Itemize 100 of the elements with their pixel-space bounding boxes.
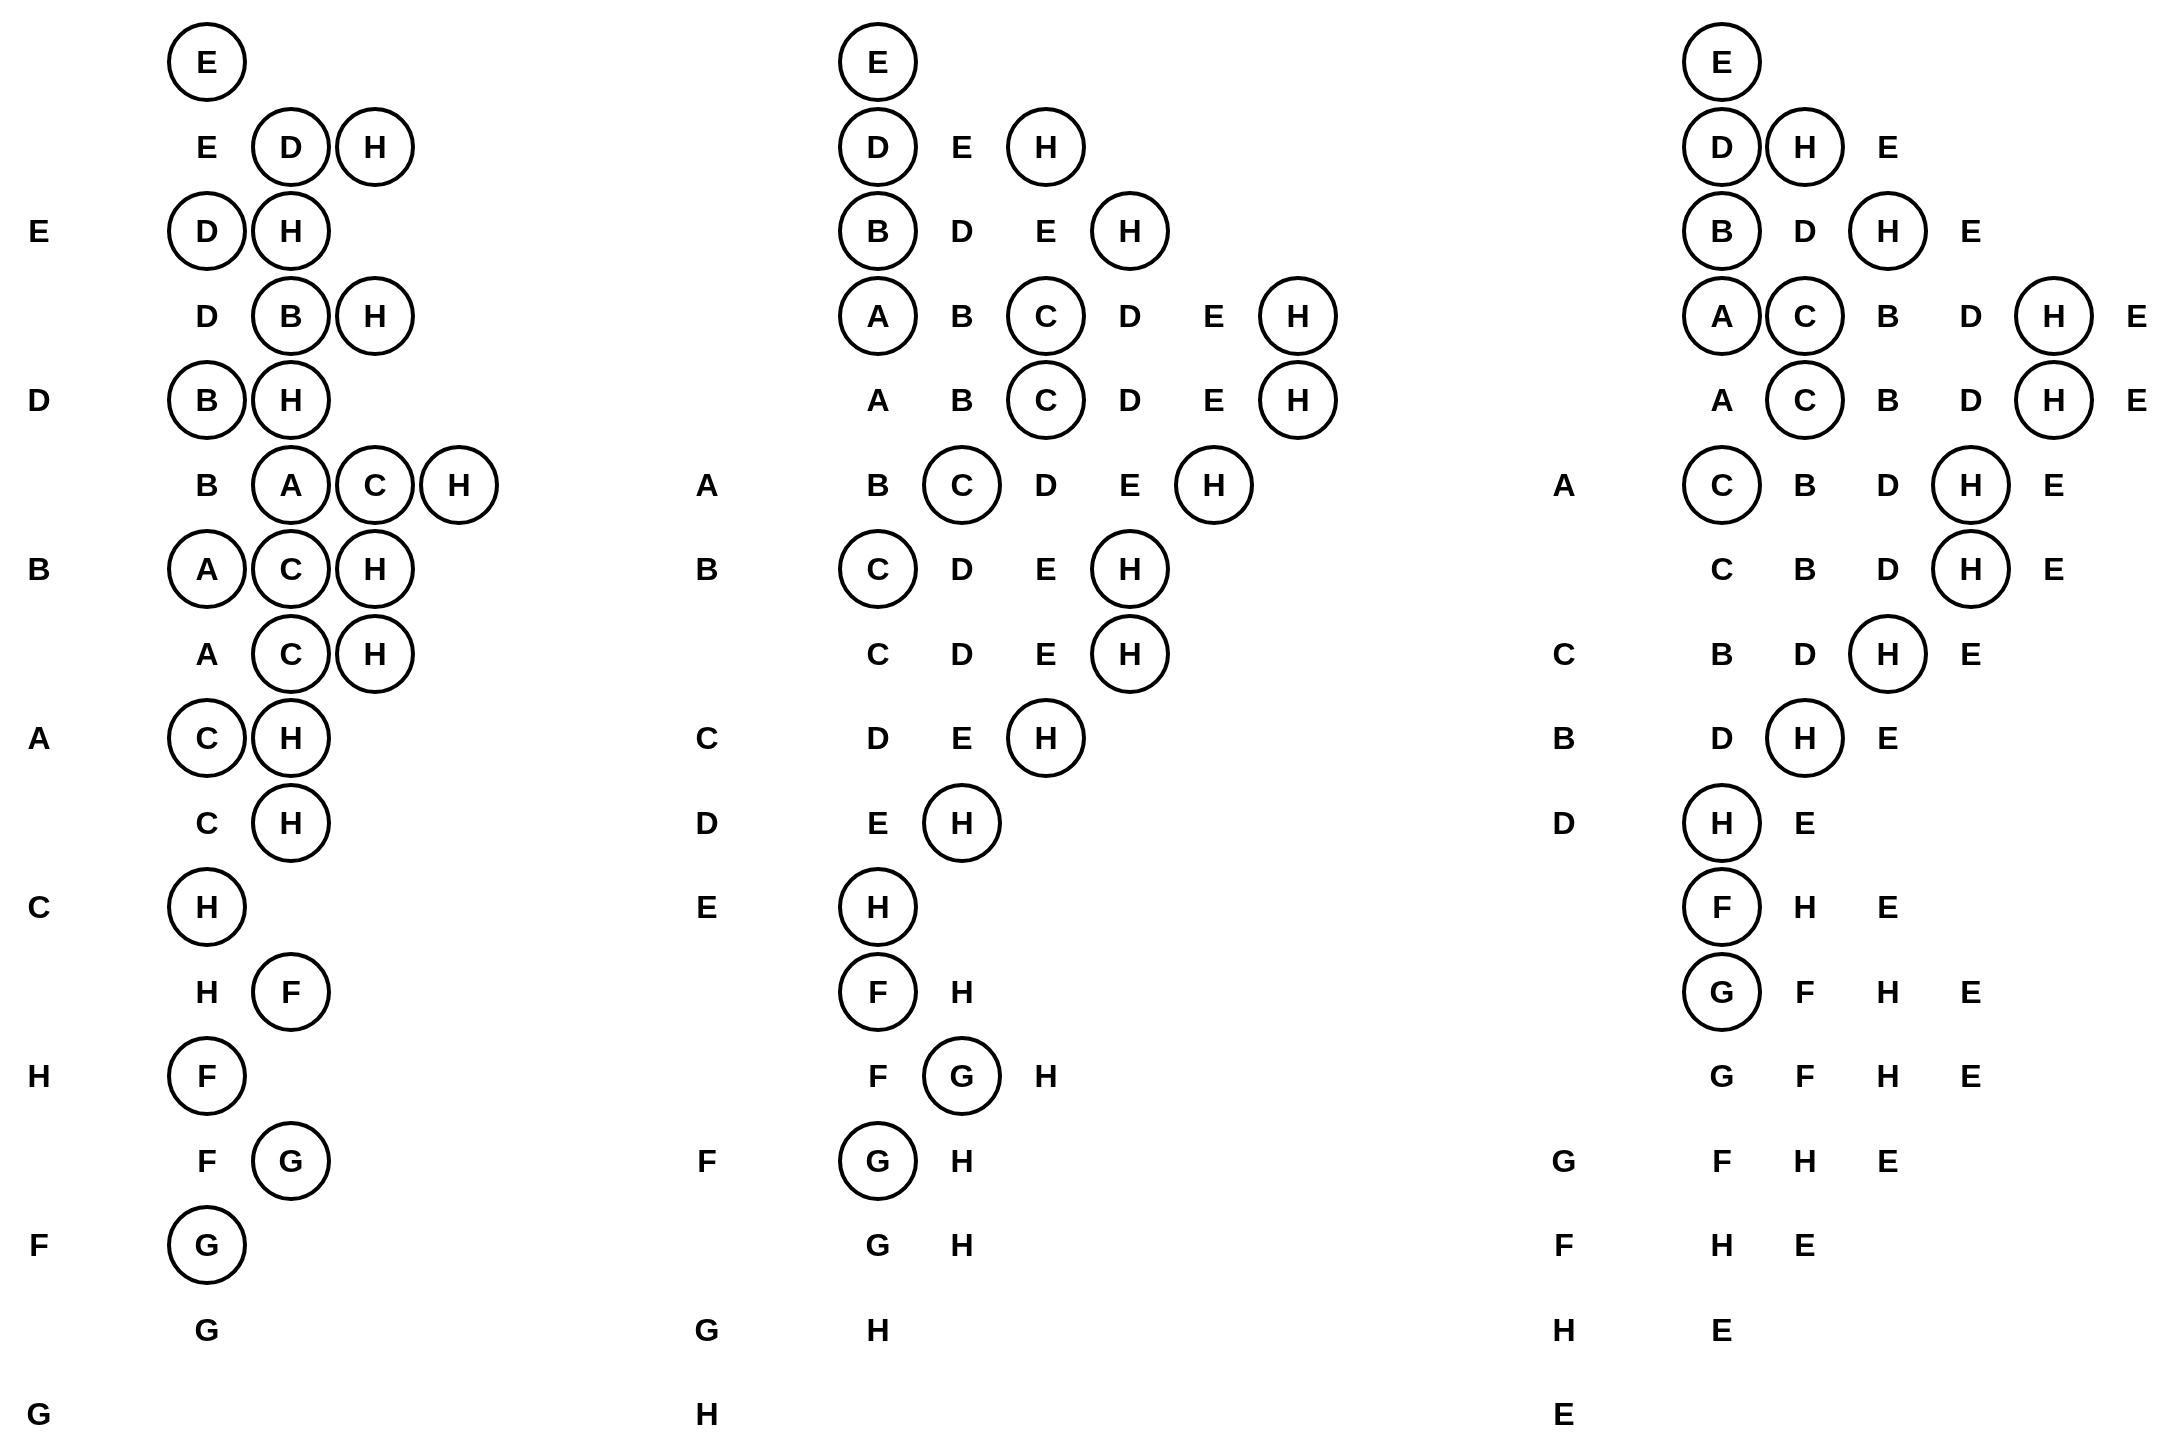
- letter-label: F: [1553, 1227, 1575, 1263]
- letter-label: D: [949, 551, 975, 587]
- circled-letter: B: [1682, 191, 1762, 271]
- circled-letter: A: [838, 275, 918, 356]
- letter-label: H: [694, 1396, 720, 1432]
- letter-label: D: [865, 720, 891, 756]
- circled-letter: H: [1090, 613, 1170, 694]
- letter-label: H: [194, 973, 220, 1010]
- circled-letter: A: [251, 444, 331, 525]
- letter-label: E: [695, 889, 719, 925]
- circled-letter: H: [167, 867, 247, 947]
- circled-letter: D: [838, 106, 918, 187]
- circled-letter: G: [167, 1205, 247, 1285]
- circled-letter: H: [2014, 360, 2094, 440]
- letter-label: D: [1792, 635, 1818, 672]
- letter-label: G: [1550, 1142, 1578, 1179]
- circled-letter: H: [1682, 782, 1762, 863]
- letter-label: E: [1793, 1227, 1817, 1263]
- circled-letter: H: [1258, 275, 1338, 356]
- letter-label: D: [1875, 466, 1901, 503]
- circled-letter: C: [922, 444, 1002, 525]
- letter-label: E: [1034, 213, 1058, 249]
- letter-label: D: [1117, 382, 1143, 418]
- letter-label: E: [1034, 551, 1058, 587]
- letter-label: E: [1793, 804, 1817, 841]
- letter-label: D: [1551, 804, 1577, 841]
- letter-label: C: [1551, 635, 1577, 672]
- circled-letter: D: [251, 106, 331, 187]
- letter-label: H: [949, 1142, 975, 1179]
- letter-label: E: [1959, 635, 1983, 672]
- circled-letter: C: [335, 444, 415, 525]
- letter-label: H: [1875, 1058, 1901, 1094]
- circled-letter: E: [838, 22, 918, 102]
- circled-letter: H: [1090, 529, 1170, 609]
- circled-letter: H: [335, 613, 415, 694]
- circled-letter: E: [1682, 22, 1762, 102]
- circled-letter: H: [838, 867, 918, 947]
- letter-label: E: [2125, 382, 2149, 418]
- letter-label: E: [1552, 1396, 1576, 1432]
- circled-letter: C: [251, 529, 331, 609]
- circled-letter: H: [1090, 191, 1170, 271]
- letter-label: D: [1958, 382, 1984, 418]
- letter-label: A: [865, 382, 891, 418]
- letter-label: D: [1792, 213, 1818, 249]
- letter-label: F: [867, 1058, 889, 1094]
- letter-label: H: [1709, 1227, 1735, 1263]
- circled-letter: H: [1258, 360, 1338, 440]
- letter-label: E: [2042, 466, 2066, 503]
- letter-label: B: [1551, 720, 1577, 756]
- circled-letter: H: [1174, 444, 1254, 525]
- letter-label: G: [1708, 1058, 1736, 1094]
- letter-label: H: [1792, 889, 1818, 925]
- circled-letter: H: [1006, 106, 1086, 187]
- letter-label: E: [1034, 635, 1058, 672]
- circled-letter: H: [1931, 529, 2011, 609]
- letter-label: E: [950, 128, 974, 165]
- letter-label: C: [865, 635, 891, 672]
- letter-label: B: [26, 551, 52, 587]
- letter-label: D: [194, 297, 220, 334]
- letter-label: F: [196, 1142, 218, 1179]
- letter-label: F: [1711, 1142, 1733, 1179]
- letter-label: E: [2125, 297, 2149, 334]
- circled-letter: H: [1848, 191, 1928, 271]
- circled-letter: A: [1682, 275, 1762, 356]
- letter-label: E: [1202, 297, 1226, 334]
- letter-label: H: [1875, 973, 1901, 1010]
- letter-label: D: [949, 635, 975, 672]
- circled-letter: C: [1006, 360, 1086, 440]
- circled-letter: H: [1848, 613, 1928, 694]
- letter-label: A: [694, 466, 720, 503]
- letter-label: D: [694, 804, 720, 841]
- circled-letter: H: [1765, 106, 1845, 187]
- letter-label: H: [865, 1311, 891, 1348]
- letter-label: E: [1959, 213, 1983, 249]
- circled-letter: C: [1006, 275, 1086, 356]
- circled-letter: C: [251, 613, 331, 694]
- letter-label: B: [949, 382, 975, 418]
- letter-label: B: [1875, 382, 1901, 418]
- letter-label: D: [26, 382, 52, 418]
- letter-label: D: [1117, 297, 1143, 334]
- circled-letter: H: [335, 529, 415, 609]
- letter-label: B: [949, 297, 975, 334]
- letter-label: H: [949, 1227, 975, 1263]
- letter-label: G: [693, 1311, 721, 1348]
- circled-letter: C: [1682, 444, 1762, 525]
- letter-label: E: [1876, 889, 1900, 925]
- circled-letter: H: [335, 275, 415, 356]
- letter-label: F: [1794, 973, 1816, 1010]
- circled-letter: F: [167, 1036, 247, 1116]
- letter-label: E: [866, 804, 890, 841]
- letter-label: F: [1794, 1058, 1816, 1094]
- circled-letter: H: [251, 191, 331, 271]
- letter-label: E: [1710, 1311, 1734, 1348]
- letter-label: H: [949, 973, 975, 1010]
- letter-label: A: [1709, 382, 1735, 418]
- letter-label: B: [1875, 297, 1901, 334]
- letter-label: B: [194, 466, 220, 503]
- letter-label: B: [865, 466, 891, 503]
- circled-letter: F: [1682, 867, 1762, 947]
- letter-label: G: [864, 1227, 892, 1263]
